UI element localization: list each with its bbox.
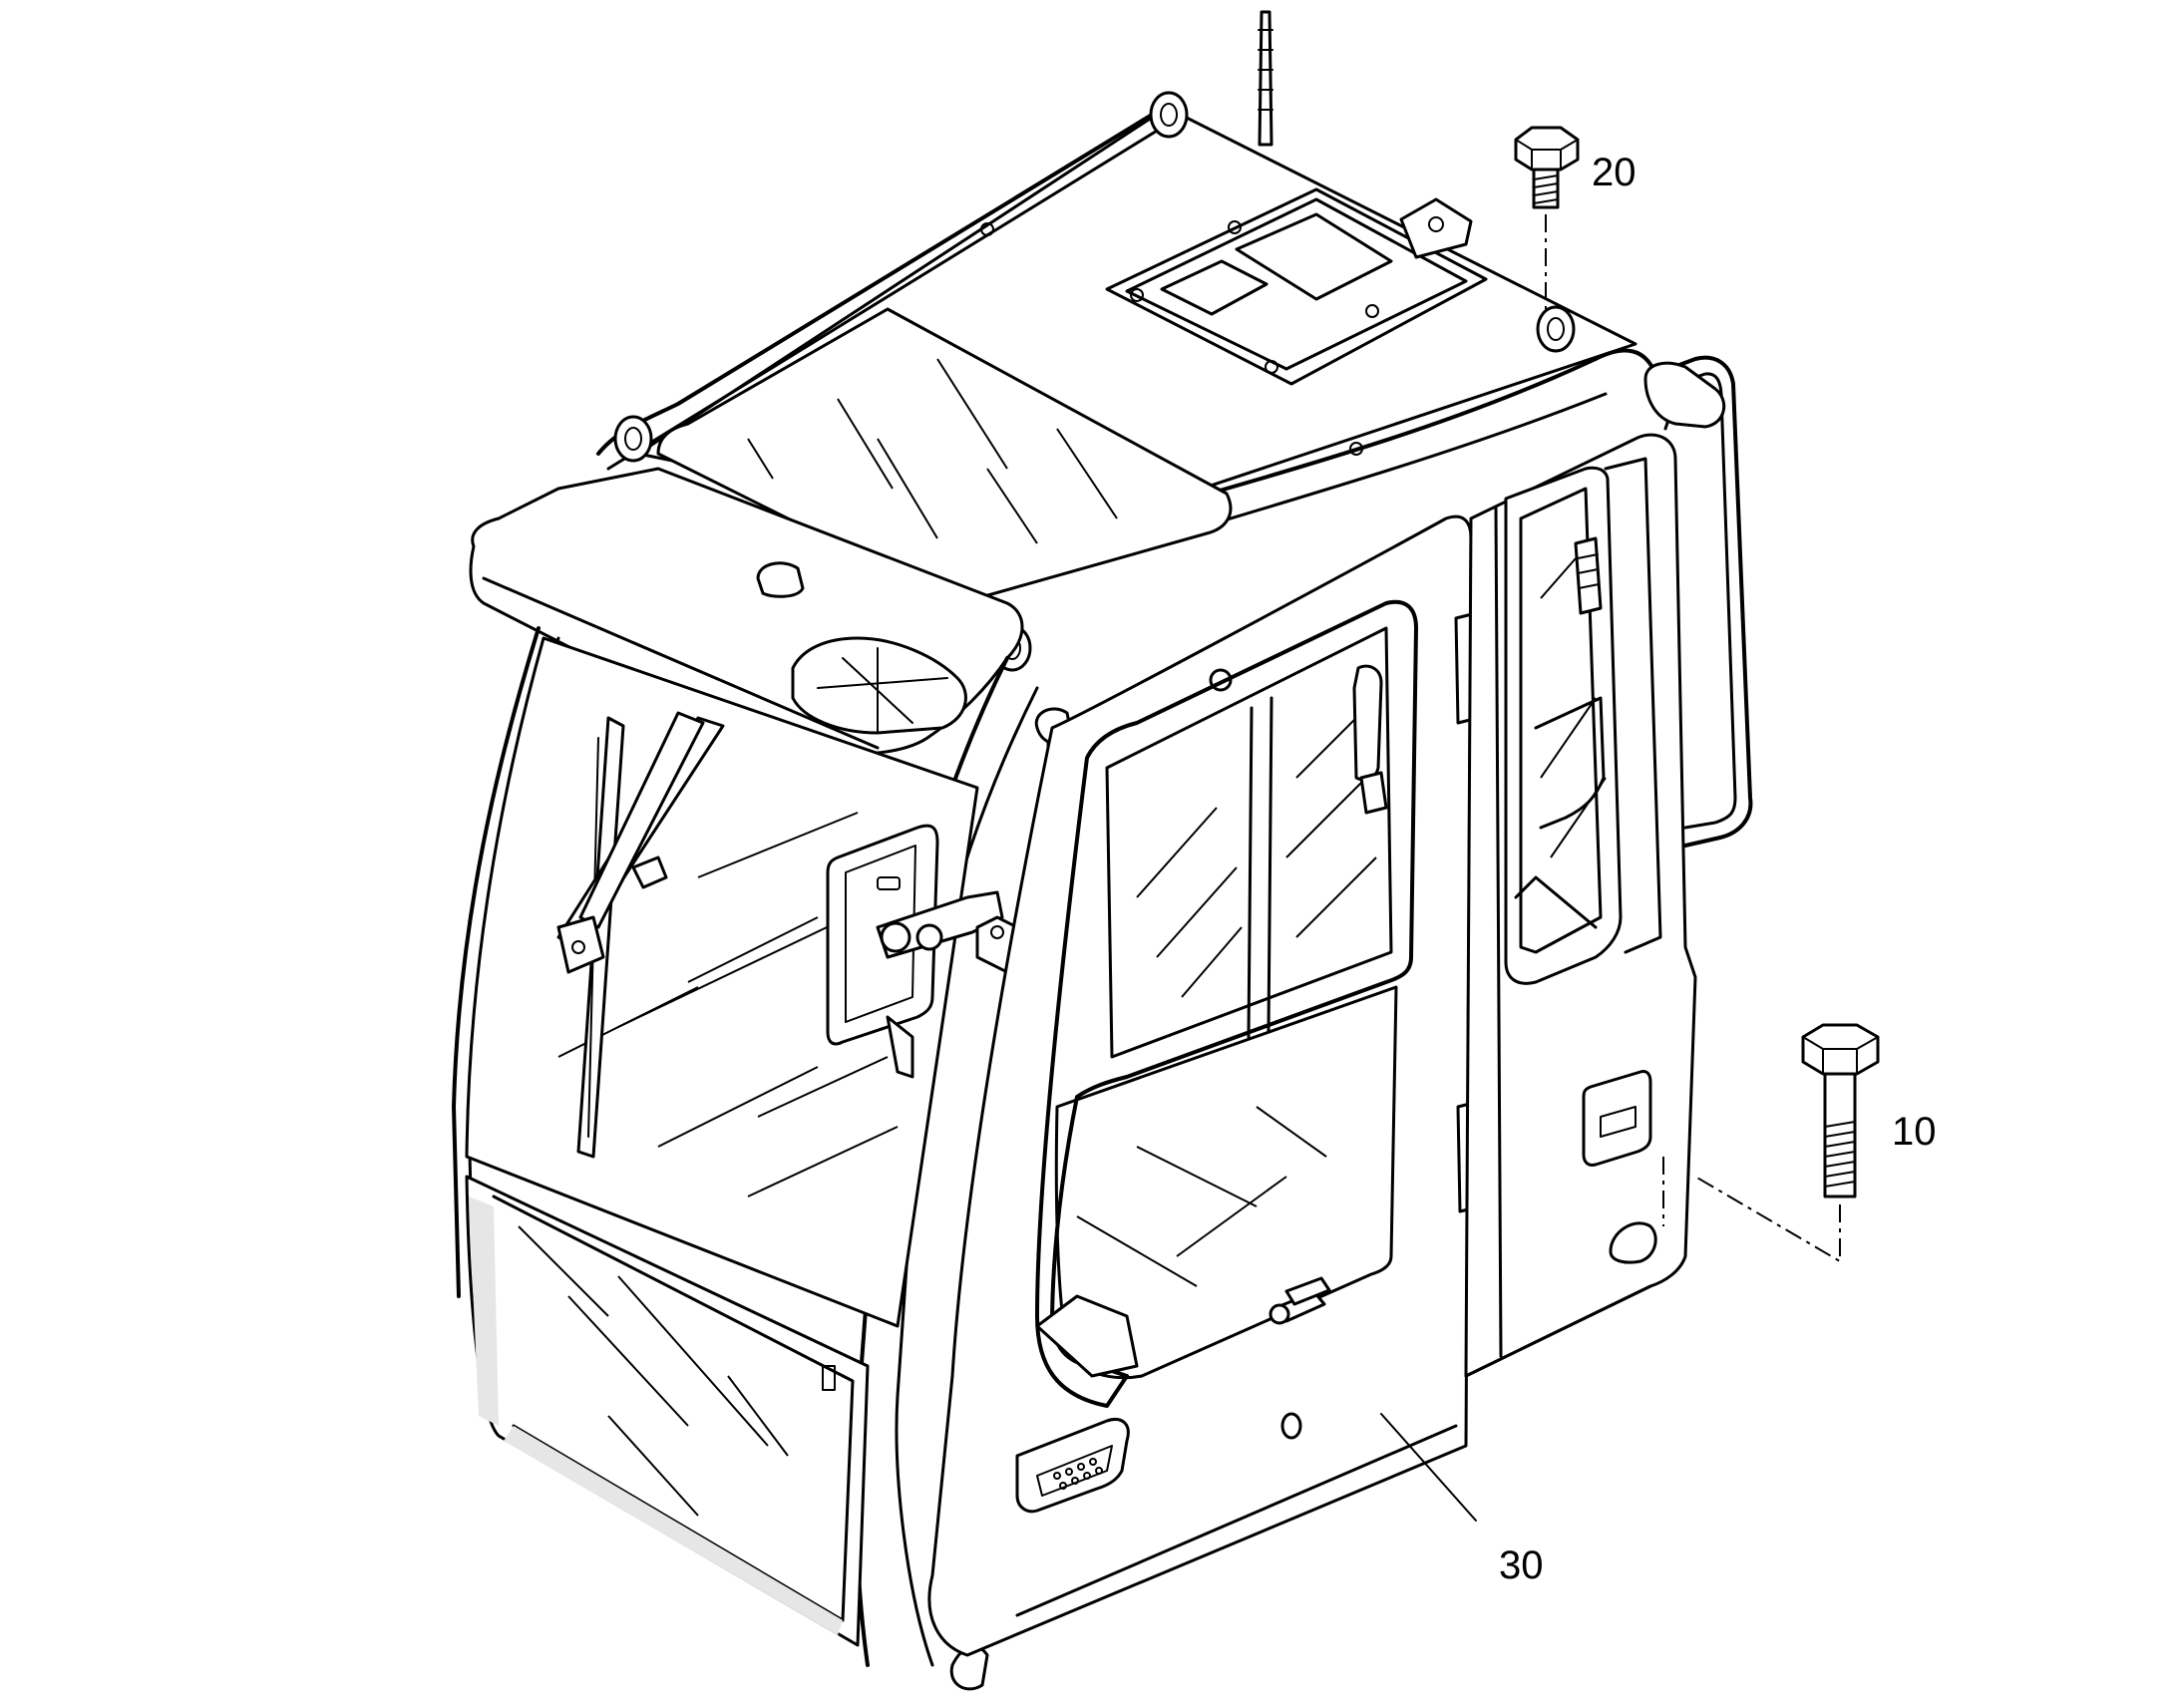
visor-work-light [791, 636, 967, 735]
door-panel [927, 514, 1473, 1657]
lifting-eye-rear-right [1536, 305, 1576, 353]
lifting-eye-front-left [613, 415, 653, 463]
rear-lower-panel [1464, 1284, 1652, 1378]
callout-label-30: 30 [1499, 1543, 1544, 1587]
mirror-left [826, 824, 1004, 1079]
bolt-20 [1514, 126, 1580, 309]
callout-label-10: 10 [1892, 1110, 1937, 1154]
door-inner-handle [1269, 1276, 1331, 1325]
rear-panel-bolt-hole [1609, 1221, 1657, 1264]
antenna [1258, 10, 1273, 147]
rear-panel-vent [1582, 1070, 1652, 1167]
callout-label-20: 20 [1592, 151, 1636, 194]
door-top-bolt [1209, 668, 1233, 692]
cab-body [452, 10, 1753, 1691]
door-window-frame [1035, 599, 1418, 1408]
roof-hatch-handle [1160, 259, 1269, 316]
bolt-10-leader [1662, 1157, 1841, 1263]
windshield-wiper [556, 711, 725, 1159]
rear-side-window [1504, 466, 1623, 985]
door-grab-handle [1015, 1418, 1130, 1514]
front-post-left [452, 626, 541, 1298]
door-keyhole [1280, 1412, 1302, 1440]
door-window-latch [1352, 664, 1383, 782]
visor-latch [756, 561, 805, 598]
lifting-eye-rear-left [1149, 91, 1189, 139]
callout-leader-30 [1380, 1413, 1477, 1522]
bolt-10 [1662, 1023, 1880, 1263]
rear-grab-handle [1653, 355, 1753, 848]
roof-bracket [1399, 197, 1473, 259]
